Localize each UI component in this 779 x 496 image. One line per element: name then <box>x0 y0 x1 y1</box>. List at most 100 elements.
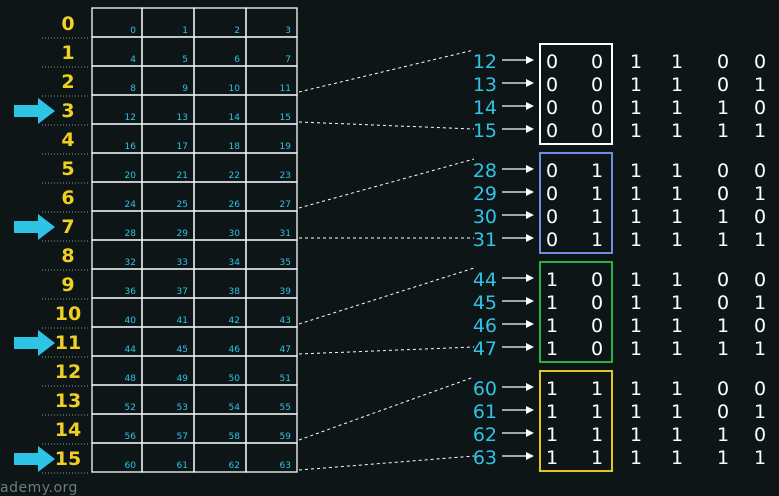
bit-value: 0 <box>591 74 603 96</box>
arrow-icon <box>14 214 55 240</box>
cell-number: 52 <box>125 403 136 413</box>
cell-number: 57 <box>177 432 188 442</box>
connector-line-bottom <box>298 121 475 130</box>
bit-value: 1 <box>671 315 683 337</box>
bit-value: 1 <box>671 183 683 205</box>
bit-value: 1 <box>754 74 766 96</box>
bit-value: 1 <box>671 269 683 291</box>
address-label: 47 <box>473 338 497 360</box>
bit-value: 0 <box>591 292 603 314</box>
cell-number: 62 <box>229 461 240 471</box>
address-label: 63 <box>473 447 497 469</box>
bit-value: 1 <box>717 447 729 469</box>
address-label: 14 <box>473 97 497 119</box>
bit-value: 1 <box>630 97 642 119</box>
arrow-icon <box>14 98 55 124</box>
row-label: 5 <box>61 158 74 180</box>
bit-value: 0 <box>754 160 766 182</box>
cell-number: 63 <box>280 461 291 471</box>
bit-value: 1 <box>630 229 642 251</box>
cell-number: 11 <box>280 84 291 94</box>
bit-value: 1 <box>717 315 729 337</box>
bit-value: 0 <box>754 97 766 119</box>
bit-value: 0 <box>754 206 766 228</box>
arrow-head-icon <box>526 452 534 460</box>
bit-value: 0 <box>546 120 558 142</box>
bit-value: 1 <box>671 378 683 400</box>
watermark-text: ademy.org <box>0 480 78 496</box>
bit-value: 1 <box>671 74 683 96</box>
cell-number: 21 <box>177 171 188 181</box>
address-label: 45 <box>473 292 497 314</box>
arrow-head-icon <box>526 406 534 414</box>
arrow-head-icon <box>526 383 534 391</box>
cell-number: 7 <box>285 55 291 65</box>
cell-number: 40 <box>125 316 137 326</box>
connector-line-top <box>298 376 475 441</box>
connector-line-bottom <box>298 455 475 471</box>
address-label: 62 <box>473 424 497 446</box>
bit-value: 0 <box>591 338 603 360</box>
cell-number: 3 <box>285 26 291 36</box>
cell-number: 12 <box>125 113 136 123</box>
highlight-box <box>539 370 613 472</box>
bit-value: 1 <box>671 160 683 182</box>
bit-value: 1 <box>630 269 642 291</box>
bit-value: 1 <box>630 424 642 446</box>
cell-number: 60 <box>125 461 137 471</box>
arrow-head-icon <box>526 274 534 282</box>
row-label: 13 <box>55 390 81 412</box>
bit-value: 0 <box>754 51 766 73</box>
bit-value: 0 <box>717 51 729 73</box>
cell-number: 4 <box>130 55 136 65</box>
bit-value: 1 <box>717 120 729 142</box>
row-pointer-arrows <box>14 98 55 472</box>
highlight-box <box>539 152 613 254</box>
cell-number: 22 <box>229 171 240 181</box>
cell-number: 2 <box>234 26 240 36</box>
row-label: 6 <box>61 187 74 209</box>
bit-value: 1 <box>717 338 729 360</box>
bit-value: 1 <box>754 338 766 360</box>
bit-value: 1 <box>630 120 642 142</box>
highlight-box <box>539 261 613 363</box>
bit-value: 0 <box>546 97 558 119</box>
bit-value: 1 <box>717 206 729 228</box>
bit-value: 1 <box>671 447 683 469</box>
cell-number: 23 <box>280 171 291 181</box>
bit-value: 1 <box>630 401 642 423</box>
address-label: 60 <box>473 378 497 400</box>
bit-value: 0 <box>546 51 558 73</box>
bit-value: 1 <box>591 378 603 400</box>
bit-value: 1 <box>546 447 558 469</box>
cell-number: 15 <box>280 113 291 123</box>
cell-number: 54 <box>229 403 241 413</box>
address-label: 46 <box>473 315 497 337</box>
row-label: 10 <box>55 303 81 325</box>
bit-value: 1 <box>546 338 558 360</box>
bit-value: 1 <box>717 229 729 251</box>
cell-number: 33 <box>177 258 188 268</box>
highlight-box <box>539 43 613 145</box>
arrow-head-icon <box>526 56 534 64</box>
bit-value: 1 <box>591 424 603 446</box>
bit-value: 0 <box>717 74 729 96</box>
cell-number: 58 <box>229 432 241 442</box>
grid-cell <box>245 442 298 473</box>
bit-value: 0 <box>591 51 603 73</box>
bit-value: 0 <box>717 401 729 423</box>
cell-number: 27 <box>280 200 291 210</box>
cell-number: 30 <box>229 229 241 239</box>
arrow-head-icon <box>526 320 534 328</box>
arrow-head-icon <box>526 125 534 133</box>
address-label: 44 <box>473 269 497 291</box>
bit-value: 1 <box>591 401 603 423</box>
cell-number: 1 <box>182 26 188 36</box>
bit-value: 0 <box>546 74 558 96</box>
arrow-icon <box>14 330 55 356</box>
cell-number: 47 <box>280 345 291 355</box>
arrow-icon <box>14 446 55 472</box>
